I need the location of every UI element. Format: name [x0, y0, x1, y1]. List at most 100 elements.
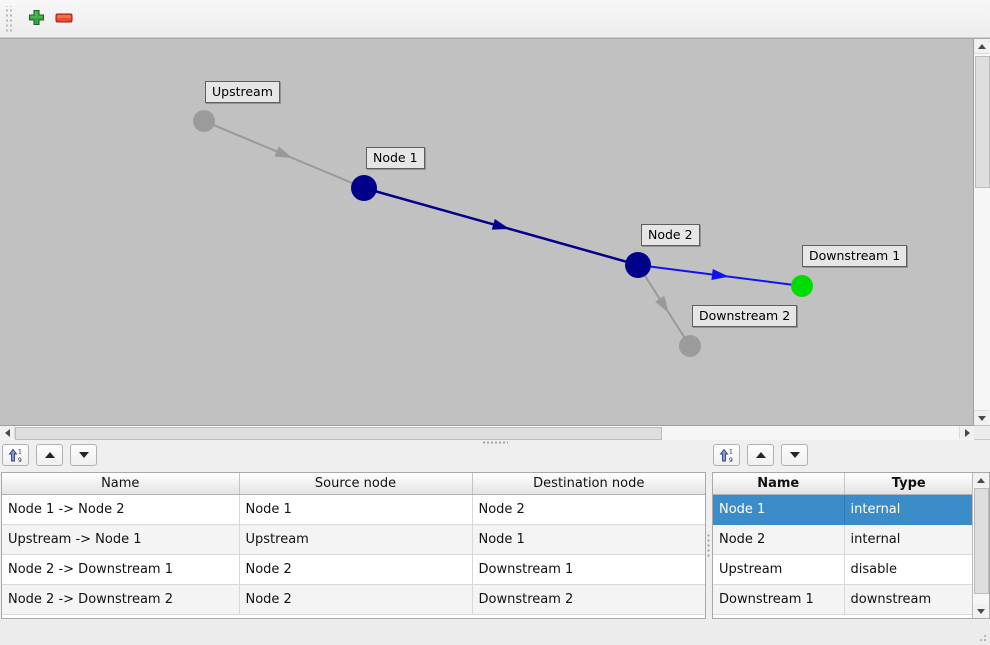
scroll-left-button[interactable] — [0, 426, 15, 439]
up-triangle-icon — [976, 477, 985, 483]
up-triangle-icon — [755, 452, 766, 458]
table-cell[interactable]: disable — [844, 554, 973, 585]
table-cell[interactable]: Node 2 — [472, 494, 705, 525]
edge-arrow-icon — [274, 146, 293, 158]
down-triangle-icon — [977, 415, 986, 421]
horizontal-scroll-thumb[interactable] — [15, 427, 662, 440]
graph-svg — [193, 110, 813, 357]
vertical-scroll-thumb[interactable] — [974, 488, 989, 594]
left-triangle-icon — [4, 428, 10, 437]
splitter-handle-icon — [706, 532, 710, 559]
move-down-button[interactable] — [781, 444, 808, 466]
svg-text:1: 1 — [18, 448, 22, 455]
edge-arrow-icon — [711, 269, 729, 280]
table-cell[interactable]: Node 1 -> Node 2 — [2, 494, 240, 525]
scroll-right-button[interactable] — [959, 426, 974, 439]
toolbar-grip-handle[interactable] — [4, 5, 13, 32]
minus-icon — [55, 11, 73, 26]
table-cell[interactable]: Upstream -> Node 1 — [2, 524, 240, 555]
move-up-button[interactable] — [747, 444, 774, 466]
vertical-splitter[interactable] — [704, 472, 712, 619]
node-label[interactable]: Downstream 2 — [692, 305, 798, 327]
column-header[interactable]: Source node — [239, 473, 473, 495]
canvas-horizontal-scrollbar[interactable] — [0, 425, 974, 440]
table-cell[interactable]: internal — [844, 494, 973, 525]
table-cell[interactable]: downstream — [844, 584, 973, 615]
svg-text:9: 9 — [729, 457, 733, 463]
edge-arrow-icon — [491, 219, 510, 230]
sort-ascending-icon: 19 — [719, 448, 733, 463]
table-cell[interactable]: Node 2 -> Downstream 1 — [2, 554, 240, 585]
graph-node[interactable] — [791, 275, 813, 297]
table-cell[interactable]: Downstream 1 — [713, 584, 845, 615]
column-header[interactable]: Name — [713, 473, 845, 495]
node-label[interactable]: Upstream — [205, 81, 280, 103]
graph-node[interactable] — [351, 175, 377, 201]
horizontal-splitter[interactable] — [0, 439, 990, 445]
scroll-up-button[interactable] — [974, 39, 989, 54]
node-label[interactable]: Node 2 — [641, 224, 700, 246]
right-triangle-icon — [964, 428, 970, 437]
node-label[interactable]: Downstream 1 — [802, 245, 908, 267]
node-label[interactable]: Node 1 — [366, 147, 425, 169]
scrollbar-corner — [974, 426, 990, 439]
up-triangle-icon — [977, 43, 986, 49]
scroll-down-button[interactable] — [974, 410, 989, 425]
svg-text:9: 9 — [18, 457, 22, 463]
edge-arrow-icon — [655, 295, 669, 314]
scroll-up-button[interactable] — [973, 473, 988, 487]
plus-icon — [28, 9, 45, 29]
table-cell[interactable]: Node 2 — [713, 524, 845, 555]
nodes-table-scrollbar[interactable] — [972, 473, 989, 618]
scroll-down-button[interactable] — [973, 604, 988, 618]
column-header[interactable]: Type — [844, 473, 973, 495]
splitter-handle-icon — [482, 440, 508, 444]
table-cell[interactable]: Node 1 — [713, 494, 845, 525]
table-cell[interactable]: Node 2 — [239, 554, 473, 585]
table-cell[interactable]: Downstream 1 — [472, 554, 705, 585]
table-cell[interactable]: Node 2 — [239, 584, 473, 615]
down-triangle-icon — [976, 608, 985, 614]
table-cell[interactable]: Upstream — [713, 554, 845, 585]
move-up-button[interactable] — [36, 444, 63, 466]
add-node-button[interactable] — [22, 5, 50, 33]
graph-node[interactable] — [193, 110, 215, 132]
table-cell[interactable]: Upstream — [239, 524, 473, 555]
column-header[interactable]: Name — [2, 473, 240, 495]
resize-grip-icon[interactable] — [977, 632, 988, 643]
down-triangle-icon — [78, 452, 89, 458]
vertical-scroll-thumb[interactable] — [975, 56, 990, 188]
sort-ascending-icon: 19 — [8, 448, 22, 463]
move-down-button[interactable] — [70, 444, 97, 466]
graph-node[interactable] — [625, 252, 651, 278]
graph-node[interactable] — [679, 335, 701, 357]
main-toolbar — [0, 0, 990, 38]
table-cell[interactable]: Downstream 2 — [472, 584, 705, 615]
svg-text:1: 1 — [729, 448, 733, 455]
remove-node-button[interactable] — [50, 5, 78, 33]
table-cell[interactable]: internal — [844, 524, 973, 555]
table-cell[interactable]: Node 1 — [472, 524, 705, 555]
table-cell[interactable]: Node 2 -> Downstream 2 — [2, 584, 240, 615]
column-header[interactable]: Destination node — [472, 473, 705, 495]
table-cell[interactable]: Node 1 — [239, 494, 473, 525]
canvas-vertical-scrollbar[interactable] — [973, 39, 990, 425]
